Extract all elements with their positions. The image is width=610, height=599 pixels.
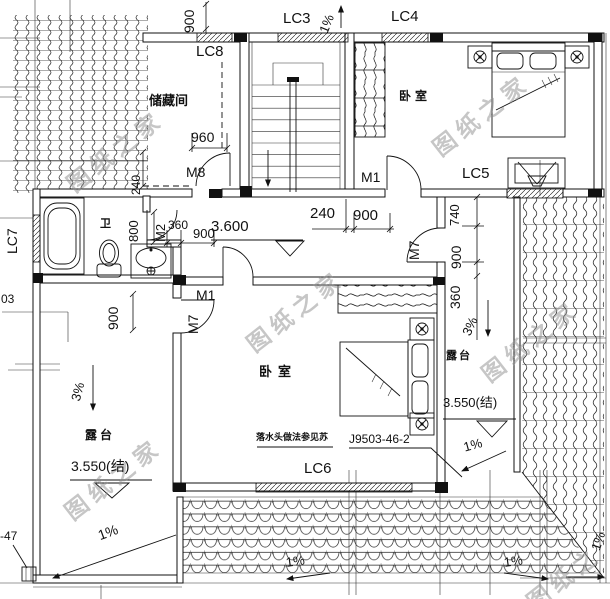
dimension-lines xyxy=(129,0,484,340)
stairs xyxy=(251,42,341,192)
pillow xyxy=(496,52,524,70)
wardrobe-top-bedroom xyxy=(354,42,386,138)
grid-ref-left: 03 xyxy=(1,292,15,306)
room-label-terrace-right: 露台 xyxy=(446,349,472,362)
windows-hatch xyxy=(32,32,564,493)
bathtub xyxy=(39,197,85,275)
level-terrace-right: 3.550(结) xyxy=(443,395,498,410)
dim-right-740: 740 xyxy=(447,204,462,226)
label-window-lc6: LC6 xyxy=(304,460,332,477)
label-door-m7-left: M7 xyxy=(185,314,201,334)
headboard xyxy=(491,42,566,52)
sink xyxy=(130,243,172,279)
door-m8-arc xyxy=(195,152,231,187)
dim-bath-800: 800 xyxy=(126,220,141,242)
dim-hall-900: 900 xyxy=(353,207,379,224)
columns xyxy=(33,33,602,493)
walls xyxy=(32,32,605,584)
dim-bath-360: 360 xyxy=(168,218,189,232)
door-m1-top-arc xyxy=(386,155,422,191)
door-m7-right-arc xyxy=(406,227,442,263)
slope-tiles-right: 1% xyxy=(502,552,524,570)
label-window-lc8: LC8 xyxy=(196,43,224,60)
slope-arrow-tiles-left xyxy=(286,572,331,582)
note-std-ref: J9503-46-2 xyxy=(349,432,410,446)
level-terrace-left: 3.550(结) xyxy=(71,458,130,474)
grid-ref-bottom-left: -47 xyxy=(0,529,18,543)
bed-top-bedroom xyxy=(467,42,590,138)
dim-hall-240: 240 xyxy=(310,205,336,222)
label-window-lc5: LC5 xyxy=(462,165,490,182)
room-label-storage: 储藏间 xyxy=(149,94,189,109)
leader-lines xyxy=(12,446,463,582)
room-label-bedroom-main: 卧室 xyxy=(259,365,298,380)
dim-storage-240: 240 xyxy=(129,174,143,195)
label-door-m7-right: M7 xyxy=(406,240,422,260)
roof-tiles-top-left xyxy=(13,15,148,193)
level-hall: 3.600 xyxy=(211,218,249,235)
room-label-terrace-left: 露台 xyxy=(85,428,116,442)
slope-arrow-terrace-left xyxy=(52,534,177,579)
pillow xyxy=(411,343,429,378)
slope-arrow-tiles-right xyxy=(503,572,549,582)
slope-tiles-left: 1% xyxy=(284,552,306,570)
window-lc4 xyxy=(381,32,429,43)
window-lc7 xyxy=(32,214,41,263)
dim-bath-900: 900 xyxy=(193,226,215,241)
label-door-m2: M2 xyxy=(153,223,168,242)
level-symbols xyxy=(70,239,516,499)
room-label-bath: 卫 xyxy=(100,217,111,230)
roof-tiles-bottom xyxy=(182,497,597,573)
label-window-lc7: LC7 xyxy=(4,228,20,254)
tv-cabinet xyxy=(507,157,566,189)
wardrobe-main-bedroom xyxy=(337,284,438,314)
doors xyxy=(146,155,442,334)
label-door-m1-top: M1 xyxy=(361,169,381,185)
pillow xyxy=(529,52,557,70)
dim-below-bath-900: 900 xyxy=(105,306,121,330)
door-m1-hall-arc xyxy=(222,246,254,278)
nightstand xyxy=(409,412,435,436)
label-window-lc3: LC3 xyxy=(283,10,311,27)
window-lc6 xyxy=(255,482,413,493)
dim-top-900: 900 xyxy=(181,9,197,33)
toilet xyxy=(96,239,122,278)
slope-arrows xyxy=(52,5,605,582)
dim-right-360: 360 xyxy=(447,285,463,309)
window-lc8 xyxy=(196,32,233,43)
drain-detail xyxy=(21,566,37,582)
slope-arrow-terrace-right xyxy=(461,450,507,472)
window-lc5 xyxy=(506,188,564,199)
bed-main-bedroom xyxy=(339,317,435,436)
pillow xyxy=(411,380,429,415)
label-window-lc4: LC4 xyxy=(391,8,419,25)
door-m2-arc xyxy=(146,209,178,241)
window-lc3 xyxy=(277,32,349,43)
door-m7-left-arc xyxy=(180,299,215,334)
label-door-m1-hall: M1 xyxy=(196,287,216,303)
dim-storage-960: 960 xyxy=(191,129,215,145)
roof-tiles-right xyxy=(522,197,604,578)
storage-boundary xyxy=(143,62,231,187)
room-label-bedroom-top: 卧室 xyxy=(399,89,432,103)
note-drain: 落水头做法参见苏 xyxy=(256,433,329,443)
dim-right-900: 900 xyxy=(448,245,464,269)
label-door-m8: M8 xyxy=(186,164,206,180)
